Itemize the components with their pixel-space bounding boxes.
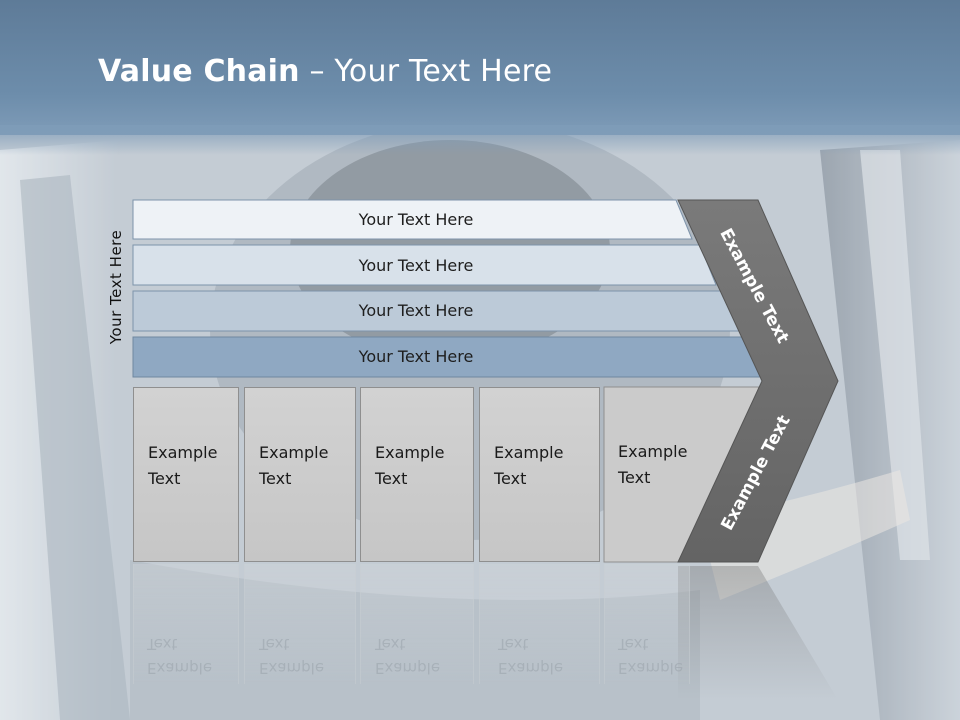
activity-box-1-label: Example Text [148, 443, 218, 488]
box-3-reflection [360, 564, 474, 684]
header-band [0, 0, 960, 135]
box-3-reflection-text: Example Text [375, 635, 441, 677]
box-5-reflection-text: Example Text [618, 635, 684, 677]
activity-box-3: Example Text [360, 387, 474, 562]
box-4-reflection-text: Example Text [498, 635, 564, 677]
band-2-label: Your Text Here [358, 256, 474, 275]
header-fade [0, 125, 960, 155]
band-2-shape [132, 244, 717, 286]
title-bold: Value Chain [98, 54, 300, 89]
activity-box-3-label: Example Text [375, 443, 445, 488]
title-rest: – Your Text Here [299, 54, 553, 89]
box-5-reflection [604, 564, 690, 684]
activity-box-4-label: Example Text [494, 443, 564, 488]
band-4-label: Your Text Here [358, 347, 474, 366]
activity-box-2-label: Example Text [259, 443, 329, 488]
box-1-reflection-text: Example Text [147, 635, 213, 677]
box-2-reflection-text: Example Text [259, 635, 325, 677]
slide-title: Value Chain – Your Text Here [98, 54, 552, 89]
box-4-reflection [479, 564, 600, 684]
activity-box-2: Example Text [244, 387, 356, 562]
activity-box-1: Example Text [133, 387, 239, 562]
band-3-label: Your Text Here [358, 301, 474, 320]
chevron-reflection [678, 566, 838, 700]
box-2-reflection [244, 564, 356, 684]
activity-box-4: Example Text [479, 387, 600, 562]
activity-box-5-label: Example Text [618, 442, 688, 487]
band-1-label: Your Text Here [358, 210, 474, 229]
box-1-reflection [133, 564, 239, 684]
band-1-shape [132, 199, 693, 240]
chevron-shape [677, 199, 839, 563]
